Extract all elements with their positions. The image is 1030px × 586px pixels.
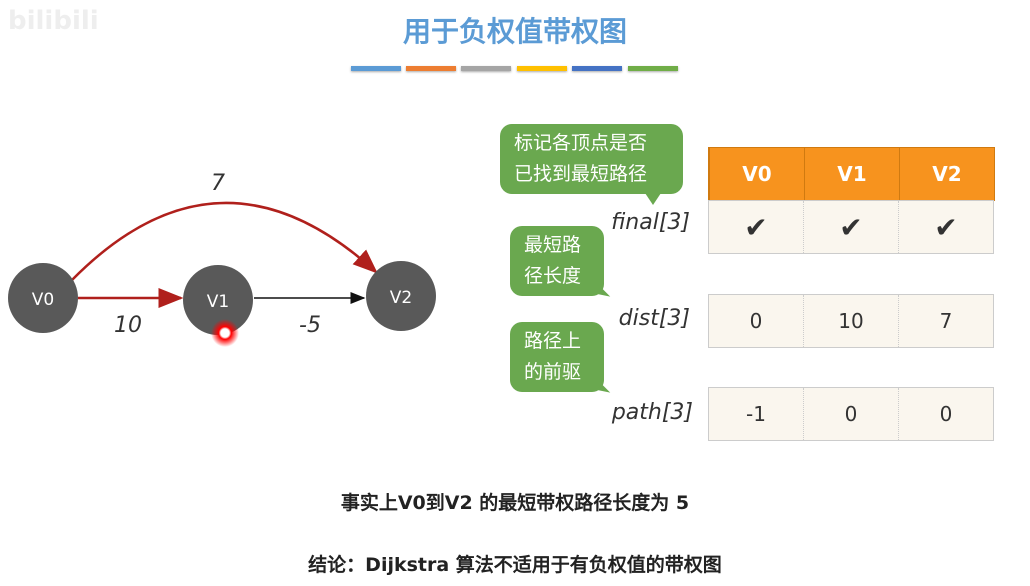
edge-weight: 7 xyxy=(211,171,225,196)
node-v2 xyxy=(366,261,436,331)
bubble-text: 最短路 xyxy=(524,234,582,256)
node-label: V2 xyxy=(390,288,412,308)
table-header: V0 V1 V2 xyxy=(708,147,995,201)
table-cell: 10 xyxy=(803,295,898,347)
bubble-text: 标记各顶点是否 xyxy=(514,132,648,154)
edge-weight: -5 xyxy=(299,313,321,338)
color-bar xyxy=(517,66,567,71)
color-bar xyxy=(461,66,511,71)
bubble-final: 标记各顶点是否 已找到最短路径 xyxy=(500,124,683,205)
bubble-text: 已找到最短路径 xyxy=(514,163,648,185)
edge-weight: 10 xyxy=(114,313,142,338)
color-bar xyxy=(628,66,678,71)
bubble-text: 路径上 xyxy=(524,330,582,352)
bubble-dist: 最短路 径长度 xyxy=(510,226,604,296)
check-icon: ✔ xyxy=(803,201,898,253)
color-bar xyxy=(572,66,622,71)
node-label: V0 xyxy=(32,290,54,310)
bubble-text: 径长度 xyxy=(524,265,582,287)
path-label: path[3] xyxy=(611,400,693,425)
edge-v0-v2 xyxy=(71,201,378,281)
table-cell: 0 xyxy=(803,388,898,440)
check-icon: ✔ xyxy=(744,210,768,244)
page-title: 用于负权值带权图 xyxy=(402,15,627,48)
fact-text: 事实上V0到V2 的最短带权路径长度为 5 xyxy=(340,492,690,514)
color-bar xyxy=(406,66,456,71)
dist-label: dist[3] xyxy=(618,306,690,331)
table-cell: 0 xyxy=(898,388,993,440)
graph: V0 V1 V2 10 -5 7 xyxy=(8,171,436,347)
header-cell: V1 xyxy=(804,148,899,200)
watermark-logo: bilibili xyxy=(8,6,99,36)
table-cell: -1 xyxy=(746,402,766,426)
table-cell: 7 xyxy=(898,295,993,347)
bubble-text: 的前驱 xyxy=(524,361,582,383)
conclusion-text: 结论：Dijkstra 算法不适用于有负权值的带权图 xyxy=(308,554,722,576)
header-cell: V0 xyxy=(709,148,804,200)
dist-row: 0 10 7 xyxy=(708,294,994,348)
path-row: -1 0 0 xyxy=(708,387,994,441)
final-label: final[3] xyxy=(611,210,690,235)
color-bar xyxy=(351,66,401,71)
node-v1 xyxy=(183,265,253,335)
header-cell: V2 xyxy=(899,148,994,200)
cursor-pointer-icon xyxy=(211,319,239,347)
node-label: V1 xyxy=(207,292,229,312)
check-icon: ✔ xyxy=(898,201,993,253)
table-cell: 0 xyxy=(749,309,763,333)
bubble-path: 路径上 的前驱 xyxy=(510,322,604,392)
final-row: ✔ ✔ ✔ xyxy=(708,200,994,254)
node-v0 xyxy=(8,263,78,333)
